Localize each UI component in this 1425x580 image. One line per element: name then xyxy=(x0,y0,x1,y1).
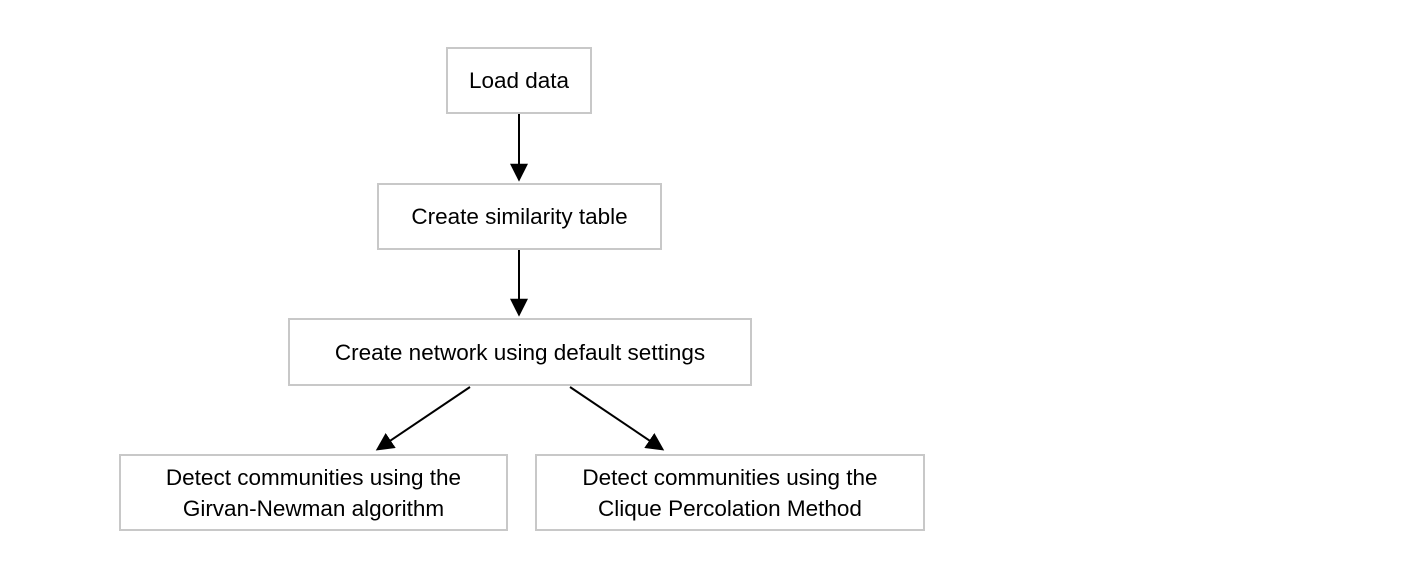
node-load-data: Load data xyxy=(446,47,592,114)
node-detect-clique-percolation-label: Detect communities using the Clique Perc… xyxy=(582,464,878,521)
node-create-network-label: Create network using default settings xyxy=(334,339,706,365)
node-create-network: Create network using default settings xyxy=(288,318,752,386)
node-detect-clique-percolation: Detect communities using the Clique Perc… xyxy=(535,454,925,531)
node-detect-girvan-newman: Detect communities using the Girvan-Newm… xyxy=(119,454,508,531)
arrow-network-to-girvan-newman xyxy=(375,386,471,451)
node-load-data-label: Load data xyxy=(468,68,570,93)
node-detect-girvan-newman-label: Detect communities using the Girvan-Newm… xyxy=(165,464,462,521)
node-create-similarity-table-label: Create similarity table xyxy=(411,204,628,229)
node-create-similarity-table: Create similarity table xyxy=(377,183,662,250)
arrow-network-to-clique-percolation xyxy=(569,386,665,451)
